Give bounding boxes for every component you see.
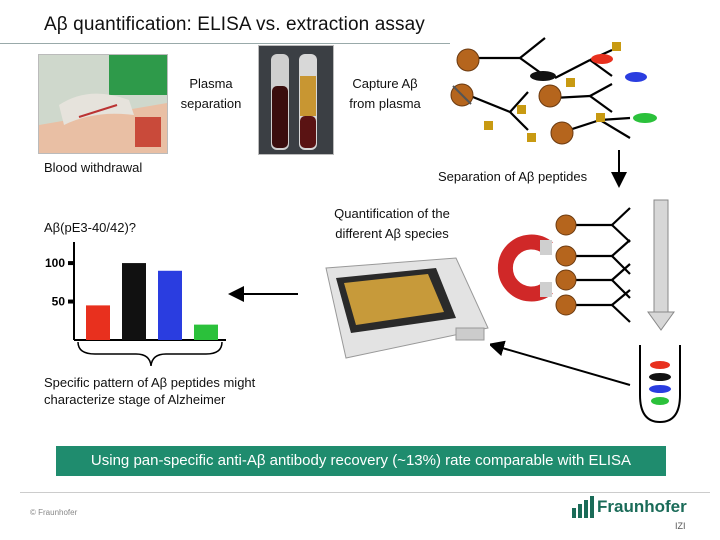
footer-divider	[20, 492, 710, 493]
peptide-red	[591, 54, 613, 64]
chart-bar	[86, 305, 110, 340]
beads-middle	[555, 214, 577, 316]
gold-squares	[484, 42, 621, 142]
chart-bar	[158, 270, 182, 340]
pattern-text: Specific pattern of Aβ peptides might ch…	[44, 375, 256, 407]
blood-withdrawal-label: Blood withdrawal	[44, 160, 143, 175]
plate-reader-image	[306, 248, 490, 360]
separation-label: Separation of Aβ peptides	[438, 169, 588, 184]
title-underline	[0, 43, 450, 44]
blood-withdrawal-image	[39, 55, 167, 153]
summary-banner-text: Using pan-specific anti-Aβ antibody reco…	[90, 452, 632, 469]
plasma-separation-label: Plasma separation	[180, 76, 242, 111]
peptide-bar-chart: 100 50	[45, 242, 226, 341]
chart-y-tick-label: 100	[45, 256, 65, 270]
fraunhofer-brand: Fraunhofer	[597, 497, 687, 516]
peptide-green	[633, 113, 657, 123]
quantification-label: Quantification of the different Aβ speci…	[334, 206, 450, 241]
brand-sub: IZI	[675, 521, 686, 531]
summary-banner: Using pan-specific anti-Aβ antibody reco…	[56, 446, 666, 476]
chart-y-tick-label: 50	[52, 295, 66, 309]
grey-arrow-head	[647, 311, 675, 331]
grey-arrow-shaft	[653, 199, 669, 313]
slide-title: Aβ quantification: ELISA vs. extraction …	[44, 14, 425, 35]
plasma-tubes-photo	[258, 45, 334, 155]
copyright-text: © Fraunhofer	[30, 508, 78, 517]
fraunhofer-logo-icon	[572, 496, 594, 518]
chart-ticks: 100 50	[45, 256, 74, 309]
chart-bar	[122, 263, 146, 340]
antibody-lines-top	[462, 37, 631, 139]
chart-bar	[194, 324, 218, 340]
antibody-lines-middle	[572, 207, 631, 323]
brace	[77, 341, 223, 367]
peptide-blue	[625, 72, 647, 82]
tube-to-reader-arrow	[488, 340, 631, 386]
question-label: Aβ(pE3-40/42)?	[44, 220, 137, 235]
beads-top	[456, 48, 574, 145]
separation-tube	[639, 345, 681, 424]
capture-label: Capture Aβ from plasma	[349, 76, 421, 111]
magnet-icon	[497, 234, 553, 302]
chart-bars	[86, 263, 218, 340]
plasma-tubes-image	[259, 46, 333, 154]
blood-withdrawal-photo	[38, 54, 168, 154]
peptide-black	[530, 71, 556, 81]
plate-reader-photo	[306, 248, 490, 360]
